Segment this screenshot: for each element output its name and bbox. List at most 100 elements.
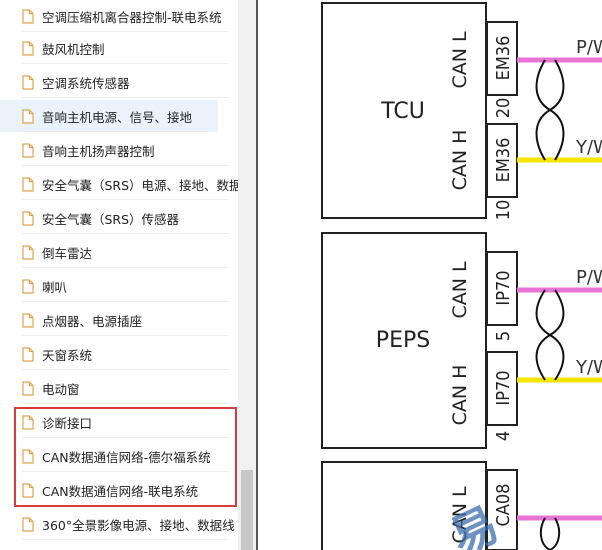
yellow-wire-label-2: Y/W <box>575 357 602 378</box>
third-connector <box>486 469 518 550</box>
sidebar-item-label: 空调系统传感器 <box>42 75 130 91</box>
sidebar-item[interactable]: 音响主机电源、信号、接地 <box>0 100 218 132</box>
sidebar-item[interactable]: 诊断接口 <box>0 406 238 438</box>
sidebar-item-label: 音响主机电源、信号、接地 <box>42 109 193 125</box>
sidebar-item-label: 音响主机扬声器控制 <box>42 143 155 159</box>
sidebar-item[interactable]: 空调压缩机离合器控制-联电系统 <box>0 0 238 32</box>
third-twist <box>539 517 551 550</box>
divider <box>22 31 228 32</box>
document-icon <box>22 40 34 56</box>
tcu-can-l-label: CAN L <box>449 31 471 89</box>
divider <box>22 335 228 336</box>
tcu-module-box <box>321 2 487 219</box>
sidebar-item[interactable]: 空调系统传感器 <box>0 66 238 98</box>
third-twist-b <box>549 517 561 550</box>
tcu-pin-bottom: 10 <box>493 200 514 221</box>
document-icon <box>22 176 34 192</box>
divider <box>22 63 228 64</box>
peps-can-l-label: CAN L <box>449 261 471 319</box>
divider <box>22 131 208 132</box>
sidebar-item-label: CAN数据通信网络-德尔福系统 <box>42 449 211 465</box>
tcu-connector-bottom <box>486 123 518 198</box>
document-icon <box>22 8 34 24</box>
sidebar-item[interactable]: CAN数据通信网络-德尔福系统 <box>0 440 238 472</box>
sidebar-item-label: 安全气囊（SRS）电源、接地、数据 <box>42 177 238 193</box>
pink-wire-label-2: P/W <box>576 267 602 288</box>
divider <box>22 369 228 370</box>
sidebar-item[interactable]: 安全气囊（SRS）传感器 <box>0 202 238 234</box>
document-icon <box>22 380 34 396</box>
divider <box>22 97 228 98</box>
peps-connector-id-top: IP70 <box>493 270 514 305</box>
sidebar-item-label: 安全气囊（SRS）传感器 <box>42 211 180 227</box>
peps-connector-id-bottom: IP70 <box>493 370 514 405</box>
document-icon <box>22 482 34 498</box>
tcu-connector-id-bottom: EM36 <box>493 138 514 183</box>
divider <box>22 301 228 302</box>
sidebar-item[interactable]: 天窗系统 <box>0 338 238 370</box>
sidebar-item-label: CAN数据通信网络-联电系统 <box>42 483 199 499</box>
tcu-twisted-pair <box>517 57 602 163</box>
sidebar-item-label: 倒车雷达 <box>42 245 93 261</box>
sidebar-item-label: 喇叭 <box>42 279 68 295</box>
sidebar-item-label: 空调压缩机离合器控制-联电系统 <box>42 9 222 25</box>
sidebar-item[interactable]: 鼓风机控制 <box>0 32 238 64</box>
divider <box>22 165 228 166</box>
sidebar-item-label: 电动窗 <box>42 381 80 397</box>
tcu-label: TCU <box>380 99 425 124</box>
third-connector-id: CA08 <box>493 484 514 527</box>
peps-module-box <box>321 232 487 449</box>
sidebar-item[interactable]: 点烟器、电源插座 <box>0 304 238 336</box>
sidebar-item[interactable]: 360°全景影像电源、接地、数据线 <box>0 508 238 540</box>
peps-connector-top <box>486 251 518 326</box>
document-icon <box>22 414 34 430</box>
divider <box>22 199 228 200</box>
sidebar-item-label: 天窗系统 <box>42 347 93 363</box>
sidebar-item[interactable]: 倒车雷达 <box>0 236 238 268</box>
sidebar-item-label: 鼓风机控制 <box>42 41 105 57</box>
document-icon <box>22 278 34 294</box>
sidebar-scrollbar[interactable] <box>238 0 256 550</box>
peps-label: PEPS <box>376 328 430 353</box>
highlight-box <box>14 407 237 507</box>
scrollbar-thumb[interactable] <box>241 470 253 550</box>
divider <box>22 471 228 472</box>
document-icon <box>22 74 34 90</box>
yellow-wire-label: Y/W <box>575 137 602 158</box>
divider <box>22 539 228 540</box>
document-icon <box>22 346 34 362</box>
peps-connector-bottom <box>486 351 518 426</box>
document-icon <box>22 516 34 532</box>
peps-can-h-label: CAN H <box>449 365 471 426</box>
sidebar-item[interactable]: 喇叭 <box>0 270 238 302</box>
document-icon <box>22 448 34 464</box>
tcu-connector-id-top: EM36 <box>493 36 514 81</box>
tcu-pin-top: 20 <box>493 98 514 119</box>
tcu-connector-top <box>486 21 518 96</box>
third-module-box <box>321 461 487 550</box>
wiring-diagram: TCU CAN L CAN H EM36 20 EM36 10 P/W Y/W … <box>321 2 602 550</box>
pane-divider[interactable] <box>256 0 258 550</box>
sidebar-item[interactable]: 电动窗 <box>0 372 238 404</box>
peps-pin-top: 5 <box>493 331 514 341</box>
document-icon <box>22 142 34 158</box>
document-icon <box>22 312 34 328</box>
sidebar-item-label: 点烟器、电源插座 <box>42 313 143 329</box>
pink-wire-label: P/W <box>576 37 602 58</box>
divider <box>22 233 228 234</box>
sidebar-item[interactable]: 音响主机扬声器控制 <box>0 134 238 166</box>
sidebar-item-label: 诊断接口 <box>42 415 93 431</box>
divider <box>22 403 228 404</box>
document-icon <box>22 210 34 226</box>
sidebar-item[interactable]: 安全气囊（SRS）电源、接地、数据 <box>0 168 238 200</box>
third-can-l-label: CAN L <box>449 486 471 544</box>
divider <box>22 437 228 438</box>
divider <box>22 267 228 268</box>
peps-pin-bottom: 4 <box>493 431 514 441</box>
document-icon <box>22 108 34 124</box>
peps-twisted-pair <box>517 287 602 383</box>
tcu-can-h-label: CAN H <box>449 130 471 191</box>
sidebar-item-label: 360°全景影像电源、接地、数据线 <box>42 517 235 533</box>
document-icon <box>22 244 34 260</box>
document-sidebar: 空调压缩机离合器控制-联电系统鼓风机控制空调系统传感器音响主机电源、信号、接地音… <box>0 0 238 550</box>
